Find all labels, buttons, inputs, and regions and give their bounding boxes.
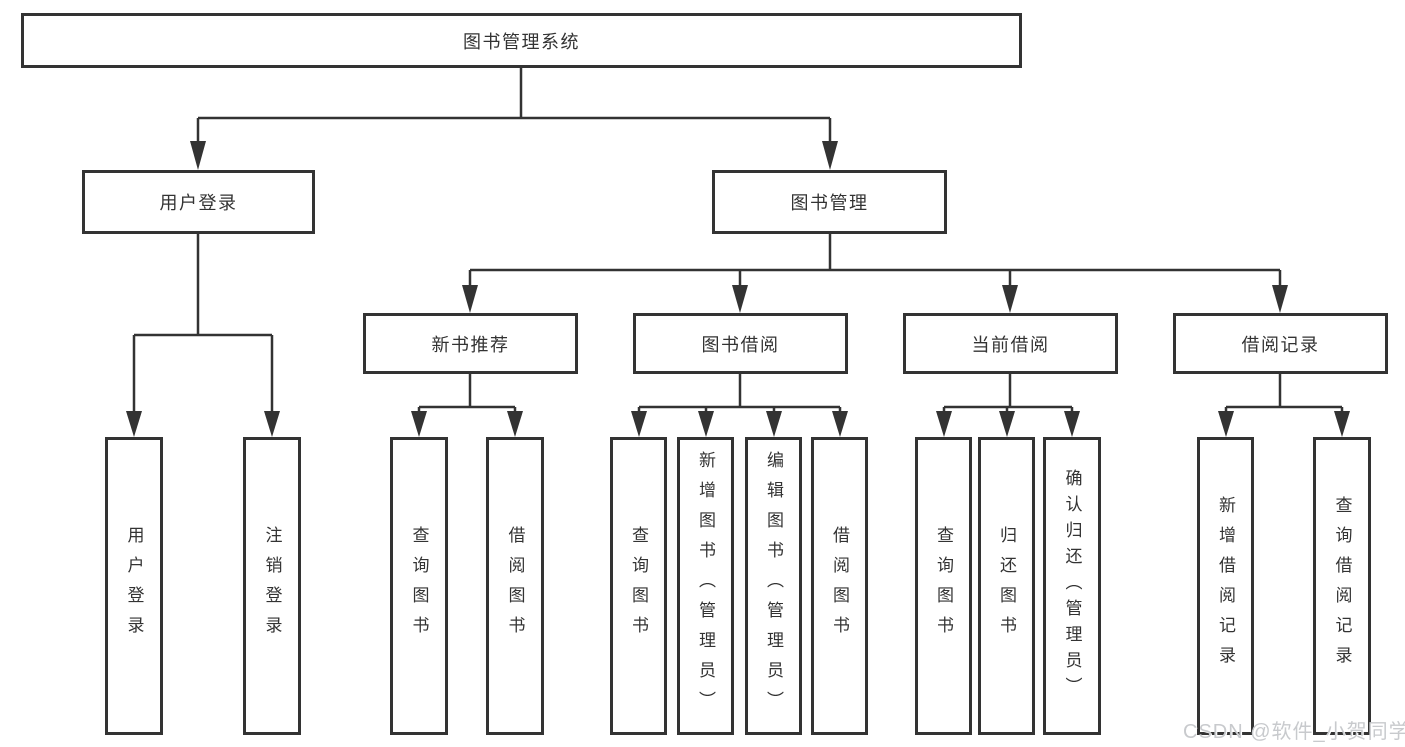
leaf-add-books-admin: 新增图书（管理员）: [677, 437, 734, 735]
leaf-borrow-books: 借阅图书: [811, 437, 868, 735]
csdn-watermark: CSDN @软件_小贺同学: [1183, 721, 1405, 743]
leaf-user-login: 用户登录: [105, 437, 163, 735]
node-new-book-recommend: 新书推荐: [363, 313, 578, 374]
leaf-confirm-return-admin: 确认归还（管理员）: [1043, 437, 1101, 735]
node-new-book-recommend-label: 新书推荐: [431, 334, 510, 355]
leaf-add-books-admin-label: 新增图书（管理员）: [696, 451, 715, 721]
leaf-add-borrow-record-label: 新增借阅记录: [1216, 496, 1235, 676]
leaf-edit-books-admin-label: 编辑图书（管理员）: [764, 451, 783, 721]
node-root-label: 图书管理系统: [463, 31, 580, 52]
node-book-borrow: 图书借阅: [633, 313, 848, 374]
leaf-query-books-current: 查询图书: [915, 437, 972, 735]
leaf-query-books-current-label: 查询图书: [934, 526, 953, 646]
leaf-query-borrow-record: 查询借阅记录: [1313, 437, 1371, 735]
leaf-user-login-label: 用户登录: [124, 526, 144, 646]
leaf-add-borrow-record: 新增借阅记录: [1197, 437, 1254, 735]
leaf-return-books: 归还图书: [978, 437, 1035, 735]
node-user-login-label: 用户登录: [159, 193, 238, 213]
leaf-edit-books-admin: 编辑图书（管理员）: [745, 437, 802, 735]
node-borrow-records: 借阅记录: [1173, 313, 1388, 374]
leaf-query-books-borrow: 查询图书: [610, 437, 667, 735]
node-current-borrow-label: 当前借阅: [971, 334, 1050, 355]
leaf-borrow-books-recommend: 借阅图书: [486, 437, 544, 735]
node-current-borrow: 当前借阅: [903, 313, 1118, 374]
leaf-logout: 注销登录: [243, 437, 301, 735]
leaf-borrow-books-recommend-label: 借阅图书: [505, 526, 525, 646]
leaf-query-books-recommend-label: 查询图书: [409, 526, 429, 646]
leaf-confirm-return-admin-label: 确认归还（管理员）: [1062, 469, 1082, 703]
node-user-login-branch: 用户登录: [82, 170, 315, 234]
node-book-borrow-label: 图书借阅: [701, 334, 780, 355]
leaf-query-books-recommend: 查询图书: [390, 437, 448, 735]
leaf-borrow-books-label: 借阅图书: [830, 526, 849, 646]
node-borrow-records-label: 借阅记录: [1241, 334, 1320, 355]
leaf-query-borrow-record-label: 查询借阅记录: [1332, 496, 1352, 676]
node-root-library-system: 图书管理系统: [21, 13, 1022, 68]
node-book-management-branch: 图书管理: [712, 170, 947, 234]
leaf-logout-label: 注销登录: [262, 526, 282, 646]
node-book-management-label: 图书管理: [790, 193, 869, 213]
leaf-return-books-label: 归还图书: [997, 526, 1016, 646]
leaf-query-books-borrow-label: 查询图书: [629, 526, 648, 646]
